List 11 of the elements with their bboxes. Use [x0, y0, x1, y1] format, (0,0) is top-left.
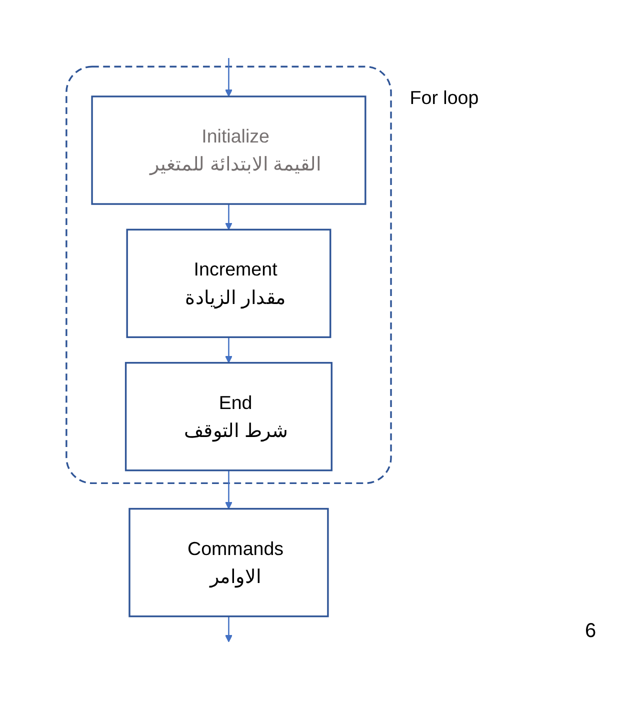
page-number: 6 — [585, 620, 596, 643]
cluster — [66, 66, 392, 484]
arrow — [224, 337, 232, 364]
arrow — [224, 204, 232, 230]
node-box — [128, 508, 329, 618]
node-box — [124, 362, 332, 472]
node-box — [91, 96, 366, 205]
node-box — [126, 228, 332, 338]
arrow — [224, 616, 232, 642]
arrow — [224, 58, 232, 97]
arrow — [224, 470, 232, 510]
